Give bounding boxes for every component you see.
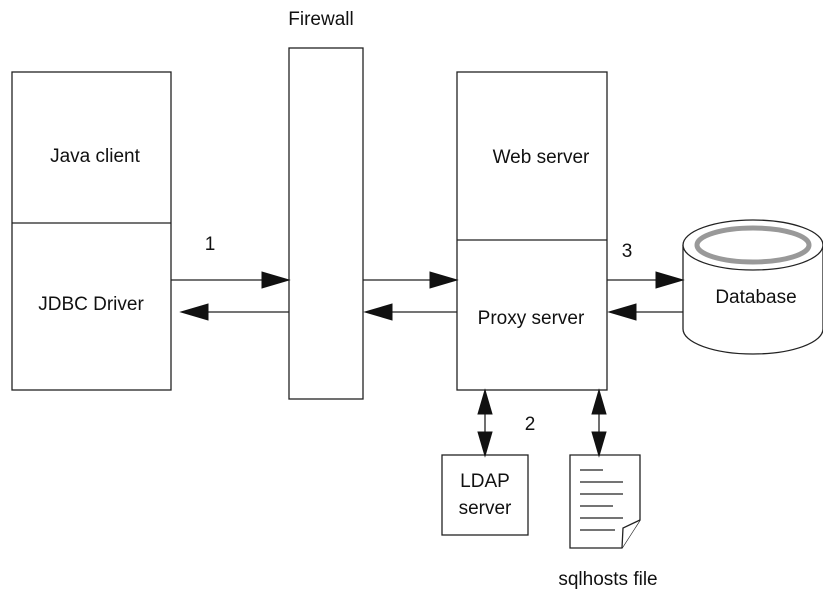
step-3-label: 3: [622, 241, 633, 262]
step-1-label: 1: [205, 234, 216, 255]
firewall-label: Firewall: [288, 9, 353, 30]
jdbc-driver-label: JDBC Driver: [38, 294, 144, 315]
arrow-firewall-to-server: [363, 271, 459, 289]
database-top-ring: [694, 225, 812, 265]
server-box: Web server Proxy server: [456, 71, 608, 391]
arrow-firewall-to-client: [179, 303, 289, 321]
sqlhosts-file-icon: [569, 454, 641, 549]
ldap-server-box: [441, 454, 529, 536]
ldap-label-line1: LDAP: [460, 471, 510, 492]
arrow-proxy-ldap-bidirectional: [477, 388, 493, 458]
arrow-server-to-database: [607, 271, 685, 289]
web-server-label: Web server: [493, 147, 590, 168]
server-outline: [456, 71, 608, 391]
database-cylinder: Database: [682, 219, 823, 355]
arrow-proxy-sqlhosts-bidirectional: [591, 388, 607, 458]
proxy-server-label: Proxy server: [478, 308, 585, 329]
java-client-label: Java client: [50, 146, 140, 167]
arrow-server-to-firewall: [363, 303, 457, 321]
firewall-box: [288, 47, 364, 400]
document-corner-fold: [621, 519, 641, 549]
client-outline: [11, 71, 172, 391]
arrow-client-to-firewall: [171, 271, 291, 289]
ldap-label-line2: server: [459, 498, 512, 519]
arrow-database-to-server: [607, 303, 683, 321]
database-body: [682, 245, 823, 355]
step-2-label: 2: [525, 414, 536, 435]
client-box: Java client JDBC Driver: [11, 71, 172, 391]
database-label: Database: [715, 287, 796, 308]
sqlhosts-file-label: sqlhosts file: [558, 569, 657, 590]
